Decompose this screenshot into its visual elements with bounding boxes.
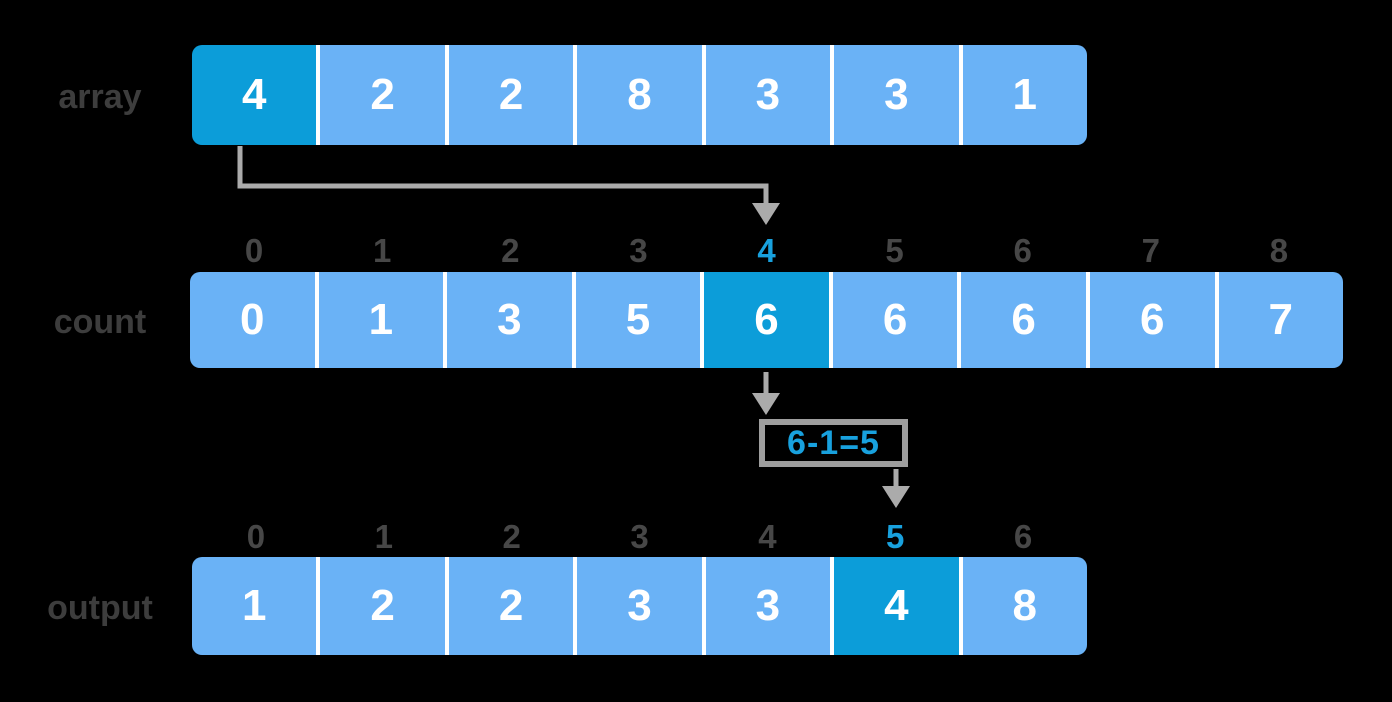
output-index-5: 5 bbox=[886, 518, 905, 555]
count-index-1: 1 bbox=[372, 232, 392, 269]
output-index-row: 0 1 2 3 4 5 6 bbox=[192, 520, 1087, 554]
count-index-8: 8 bbox=[1269, 232, 1289, 269]
array-cell-2: 2 bbox=[444, 45, 574, 145]
count-cell-4: 6 bbox=[700, 272, 829, 368]
array-cell-4: 3 bbox=[701, 45, 831, 145]
array-cell-5: 3 bbox=[830, 45, 959, 145]
count-cell-0: 0 bbox=[190, 272, 315, 368]
output-cell-4: 3 bbox=[701, 557, 831, 655]
count-index-4: 4 bbox=[757, 232, 776, 269]
formula-box: 6-1=5 bbox=[759, 419, 908, 467]
array-row-label: array bbox=[58, 78, 142, 116]
count-cell-7: 6 bbox=[1085, 272, 1215, 368]
output-index-2: 2 bbox=[502, 518, 521, 555]
count-cell-2: 3 bbox=[443, 272, 572, 368]
array-cell-1: 2 bbox=[316, 45, 445, 145]
count-index-5: 5 bbox=[885, 232, 904, 269]
count-cell-3: 5 bbox=[571, 272, 701, 368]
arrow-count-to-formula bbox=[752, 372, 780, 415]
output-cell-2: 2 bbox=[444, 557, 574, 655]
count-index-0: 0 bbox=[244, 232, 264, 269]
count-index-row: 0 1 2 3 4 5 6 7 8 bbox=[190, 234, 1343, 268]
count-cell-8: 7 bbox=[1214, 272, 1344, 368]
output-cell-0: 1 bbox=[192, 557, 317, 655]
array-cell-3: 8 bbox=[573, 45, 702, 145]
count-index-2: 2 bbox=[501, 232, 520, 269]
output-index-3: 3 bbox=[630, 518, 649, 555]
output-row-label: output bbox=[47, 589, 153, 627]
array-cell-0: 4 bbox=[192, 45, 317, 145]
output-index-0: 0 bbox=[246, 518, 266, 555]
output-index-4: 4 bbox=[758, 518, 777, 555]
output-cell-5: 4 bbox=[830, 557, 959, 655]
count-cell-5: 6 bbox=[828, 272, 958, 368]
count-cell-1: 1 bbox=[314, 272, 444, 368]
count-cell-6: 6 bbox=[957, 272, 1086, 368]
arrow-formula-to-output bbox=[882, 469, 910, 508]
count-index-3: 3 bbox=[629, 232, 648, 269]
output-index-6: 6 bbox=[1013, 518, 1033, 555]
array-cell-6: 1 bbox=[958, 45, 1087, 145]
output-index-1: 1 bbox=[374, 518, 393, 555]
output-cell-6: 8 bbox=[958, 557, 1087, 655]
arrow-array-to-count bbox=[237, 146, 780, 225]
output-cell-1: 2 bbox=[316, 557, 445, 655]
count-index-6: 6 bbox=[1013, 232, 1032, 269]
formula-text: 6-1=5 bbox=[787, 423, 880, 462]
count-index-7: 7 bbox=[1141, 232, 1160, 269]
count-row-label: count bbox=[53, 303, 147, 341]
output-cell-3: 3 bbox=[573, 557, 702, 655]
